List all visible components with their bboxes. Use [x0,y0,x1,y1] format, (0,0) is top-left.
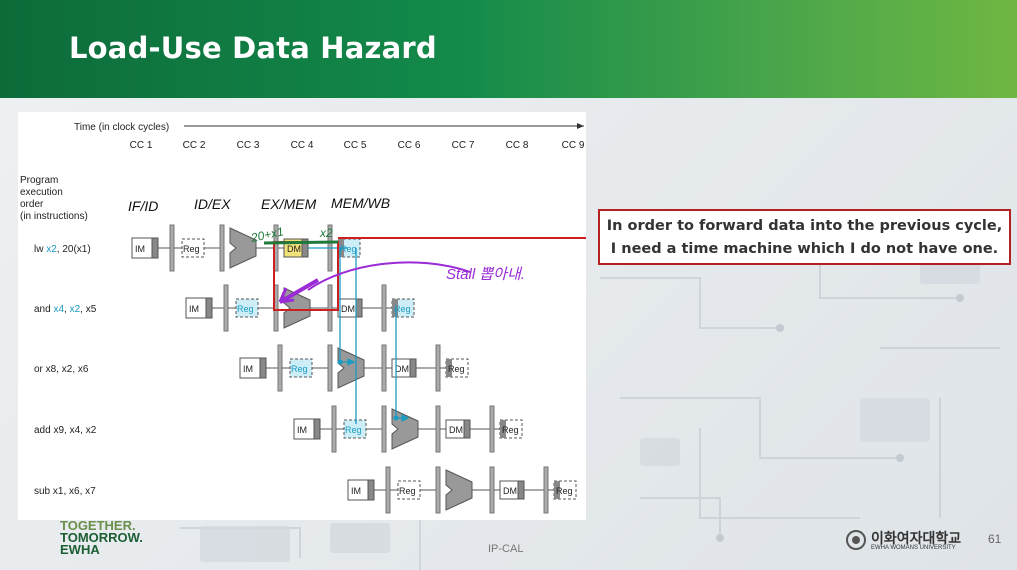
reg-label: Reg [291,364,308,374]
im-label: IM [189,304,199,314]
green-underline [263,240,339,245]
cycle-label: CC 3 [237,140,260,151]
instruction-and: and x4, x2, x5 [34,304,97,315]
time-axis-label: Time (in clock cycles) [74,122,169,133]
dm-label: DM [449,425,463,435]
instruction-or: or x8, x2, x6 [34,364,89,375]
university-name-kr: 이화여자대학교 [871,531,962,547]
instruction-lw: lw x2, 20(x1) [34,244,91,255]
pipeline-register [385,466,391,514]
cycle-label: CC 7 [452,140,475,151]
reg-wb-label: Reg [448,364,465,374]
pipeline-register [169,224,175,272]
instruction-sub: sub x1, x6, x7 [34,486,96,497]
im-label: IM [135,244,145,254]
pipeline-register [223,284,229,332]
note-ex-mem: EX/MEM [261,196,317,212]
im-label: IM [243,364,253,374]
reg-label: Reg [237,304,254,314]
note-mem-wb: MEM/WB [331,195,390,211]
university-name-en: EWHA WOMANS UNIVERSITY [871,545,956,551]
pipeline-register [489,405,495,453]
alu-block [391,408,419,450]
pipeline-register [327,344,333,392]
reg-wb-label: Reg [394,304,411,314]
note-id-ex: ID/EX [194,196,231,212]
alu-block [337,347,365,389]
reg-label: Reg [183,244,200,254]
pipeline-register [543,466,549,514]
note-x1: 20+x1 [249,224,285,245]
pipeline-svg: Time (in clock cycles) CC 1 CC 2 CC 3 CC… [20,122,602,514]
university-seal-icon [846,530,866,550]
pipeline-register [435,344,441,392]
callout-box: In order to forward data into the previo… [598,209,1011,265]
reg-wb-label: Reg [502,425,519,435]
logo-line: EWHA [60,542,100,557]
pipeline-register [277,344,283,392]
cycle-label: CC 4 [291,140,314,151]
im-label: IM [297,425,307,435]
order-label: (in instructions) [20,211,88,222]
pipeline-register [331,405,337,453]
page-number: 61 [988,532,1002,546]
cycle-label: CC 6 [398,140,421,151]
pipeline-row: IM Reg DM Reg [239,344,469,392]
stall-arrow [307,261,471,291]
pipeline-row: IM Reg DM Reg [293,405,523,453]
cycle-label: CC 9 [562,140,585,151]
order-label: execution [20,187,63,198]
together-tomorrow-logo: TOGETHER. TOMORROW. EWHA [60,518,143,557]
reg-label: Reg [345,425,362,435]
reg-wb-label: Reg [556,486,573,496]
reg-label: Reg [399,486,416,496]
pipeline-row: IM Reg DM Reg [185,284,415,332]
note-x2: x2 [319,226,333,240]
cycle-label: CC 2 [183,140,206,151]
logo-line: TOGETHER. [60,518,136,533]
callout-line2: I need a time machine which I do not hav… [610,241,999,257]
dm-label: DM [287,244,301,254]
order-label: order [20,199,44,210]
dm-label: DM [341,304,355,314]
pipeline-register [219,224,225,272]
pipeline-register [489,466,495,514]
callout-line1: In order to forward data into the previo… [606,218,1003,234]
slide-header: Load-Use Data Hazard [0,0,1017,98]
pipeline-register [381,284,387,332]
pipeline-register [435,466,441,514]
order-label: Program [20,175,58,186]
pipeline-register [327,284,333,332]
university-logo: 이화여자대학교 EWHA WOMANS UNIVERSITY [846,528,966,554]
pipeline-register [435,405,441,453]
logo-line: TOMORROW. [60,530,143,545]
pipeline-row: IM Reg DM Reg [347,466,577,514]
reg-wb-label: Reg [340,244,357,254]
dm-label: DM [503,486,517,496]
cycle-label: CC 1 [130,140,153,151]
note-stall: Stall 뽑아내. [446,266,525,283]
note-if-id: IF/ID [128,198,158,214]
footer-center-text: IP-CAL [488,543,524,555]
pipeline-diagram: Time (in clock cycles) CC 1 CC 2 CC 3 CC… [18,112,602,520]
dm-label: DM [395,364,409,374]
cycle-label: CC 5 [344,140,367,151]
forwarding-lines [308,247,410,424]
alu-block [229,227,257,269]
pipeline-register [381,344,387,392]
alu-block [445,469,473,511]
pipeline-register [381,405,387,453]
im-label: IM [351,486,361,496]
slide-title: Load-Use Data Hazard [69,31,437,65]
instruction-add: add x9, x4, x2 [34,425,97,436]
cycle-label: CC 8 [506,140,529,151]
